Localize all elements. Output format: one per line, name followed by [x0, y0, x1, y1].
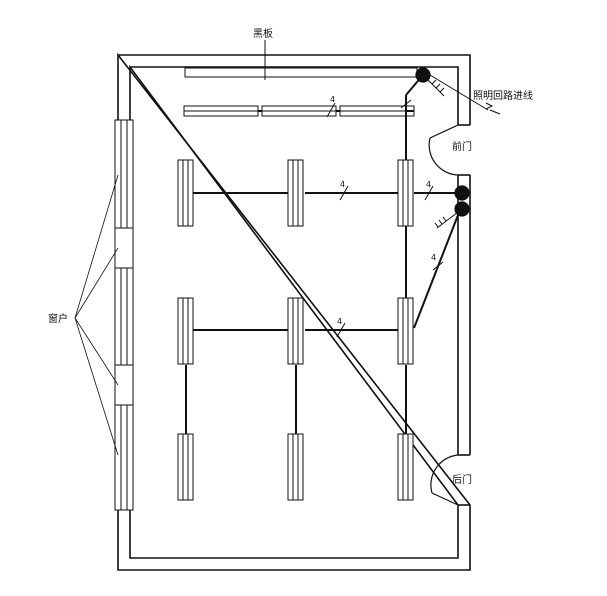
wiring [185, 74, 461, 435]
light-fixture [397, 297, 414, 365]
window-mullion [114, 364, 134, 406]
blackboard [184, 40, 418, 80]
light-fixture [287, 159, 304, 227]
light-fixture [287, 297, 304, 365]
wire-count-lower-row: 4 [337, 317, 342, 326]
window-pointer-lines [74, 174, 119, 456]
back-door [430, 454, 459, 506]
switch-levers [422, 74, 463, 229]
windows-label: 窗户 [48, 312, 68, 325]
blackboard-lights [183, 105, 415, 117]
lighting-inlet-label: 照明回路进线 [473, 89, 533, 102]
light-fixture [397, 433, 414, 501]
light-fixture [177, 159, 194, 227]
light-fixture [287, 433, 304, 501]
front-door [428, 124, 459, 176]
walls [117, 52, 471, 571]
wire-count-top: 4 [330, 95, 335, 104]
wire-ticks [326, 99, 444, 338]
window-pane [114, 119, 134, 511]
light-fixtures [177, 159, 414, 501]
front-door-label: 前门 [452, 140, 472, 153]
switch-upper [454, 185, 470, 201]
wire-count-upper-feed: 4 [426, 180, 431, 189]
light-fixture [177, 297, 194, 365]
wire-count-diagonal: 4 [431, 253, 436, 262]
lighting-inlet [429, 74, 501, 115]
back-door-label: 后门 [452, 473, 472, 486]
light-fixture [177, 433, 194, 501]
light-fixture [397, 159, 414, 227]
wire-count-upper-row: 4 [340, 180, 345, 189]
window-mullion [114, 227, 134, 269]
window-strip [114, 119, 134, 511]
blackboard-label: 黑板 [253, 27, 273, 40]
